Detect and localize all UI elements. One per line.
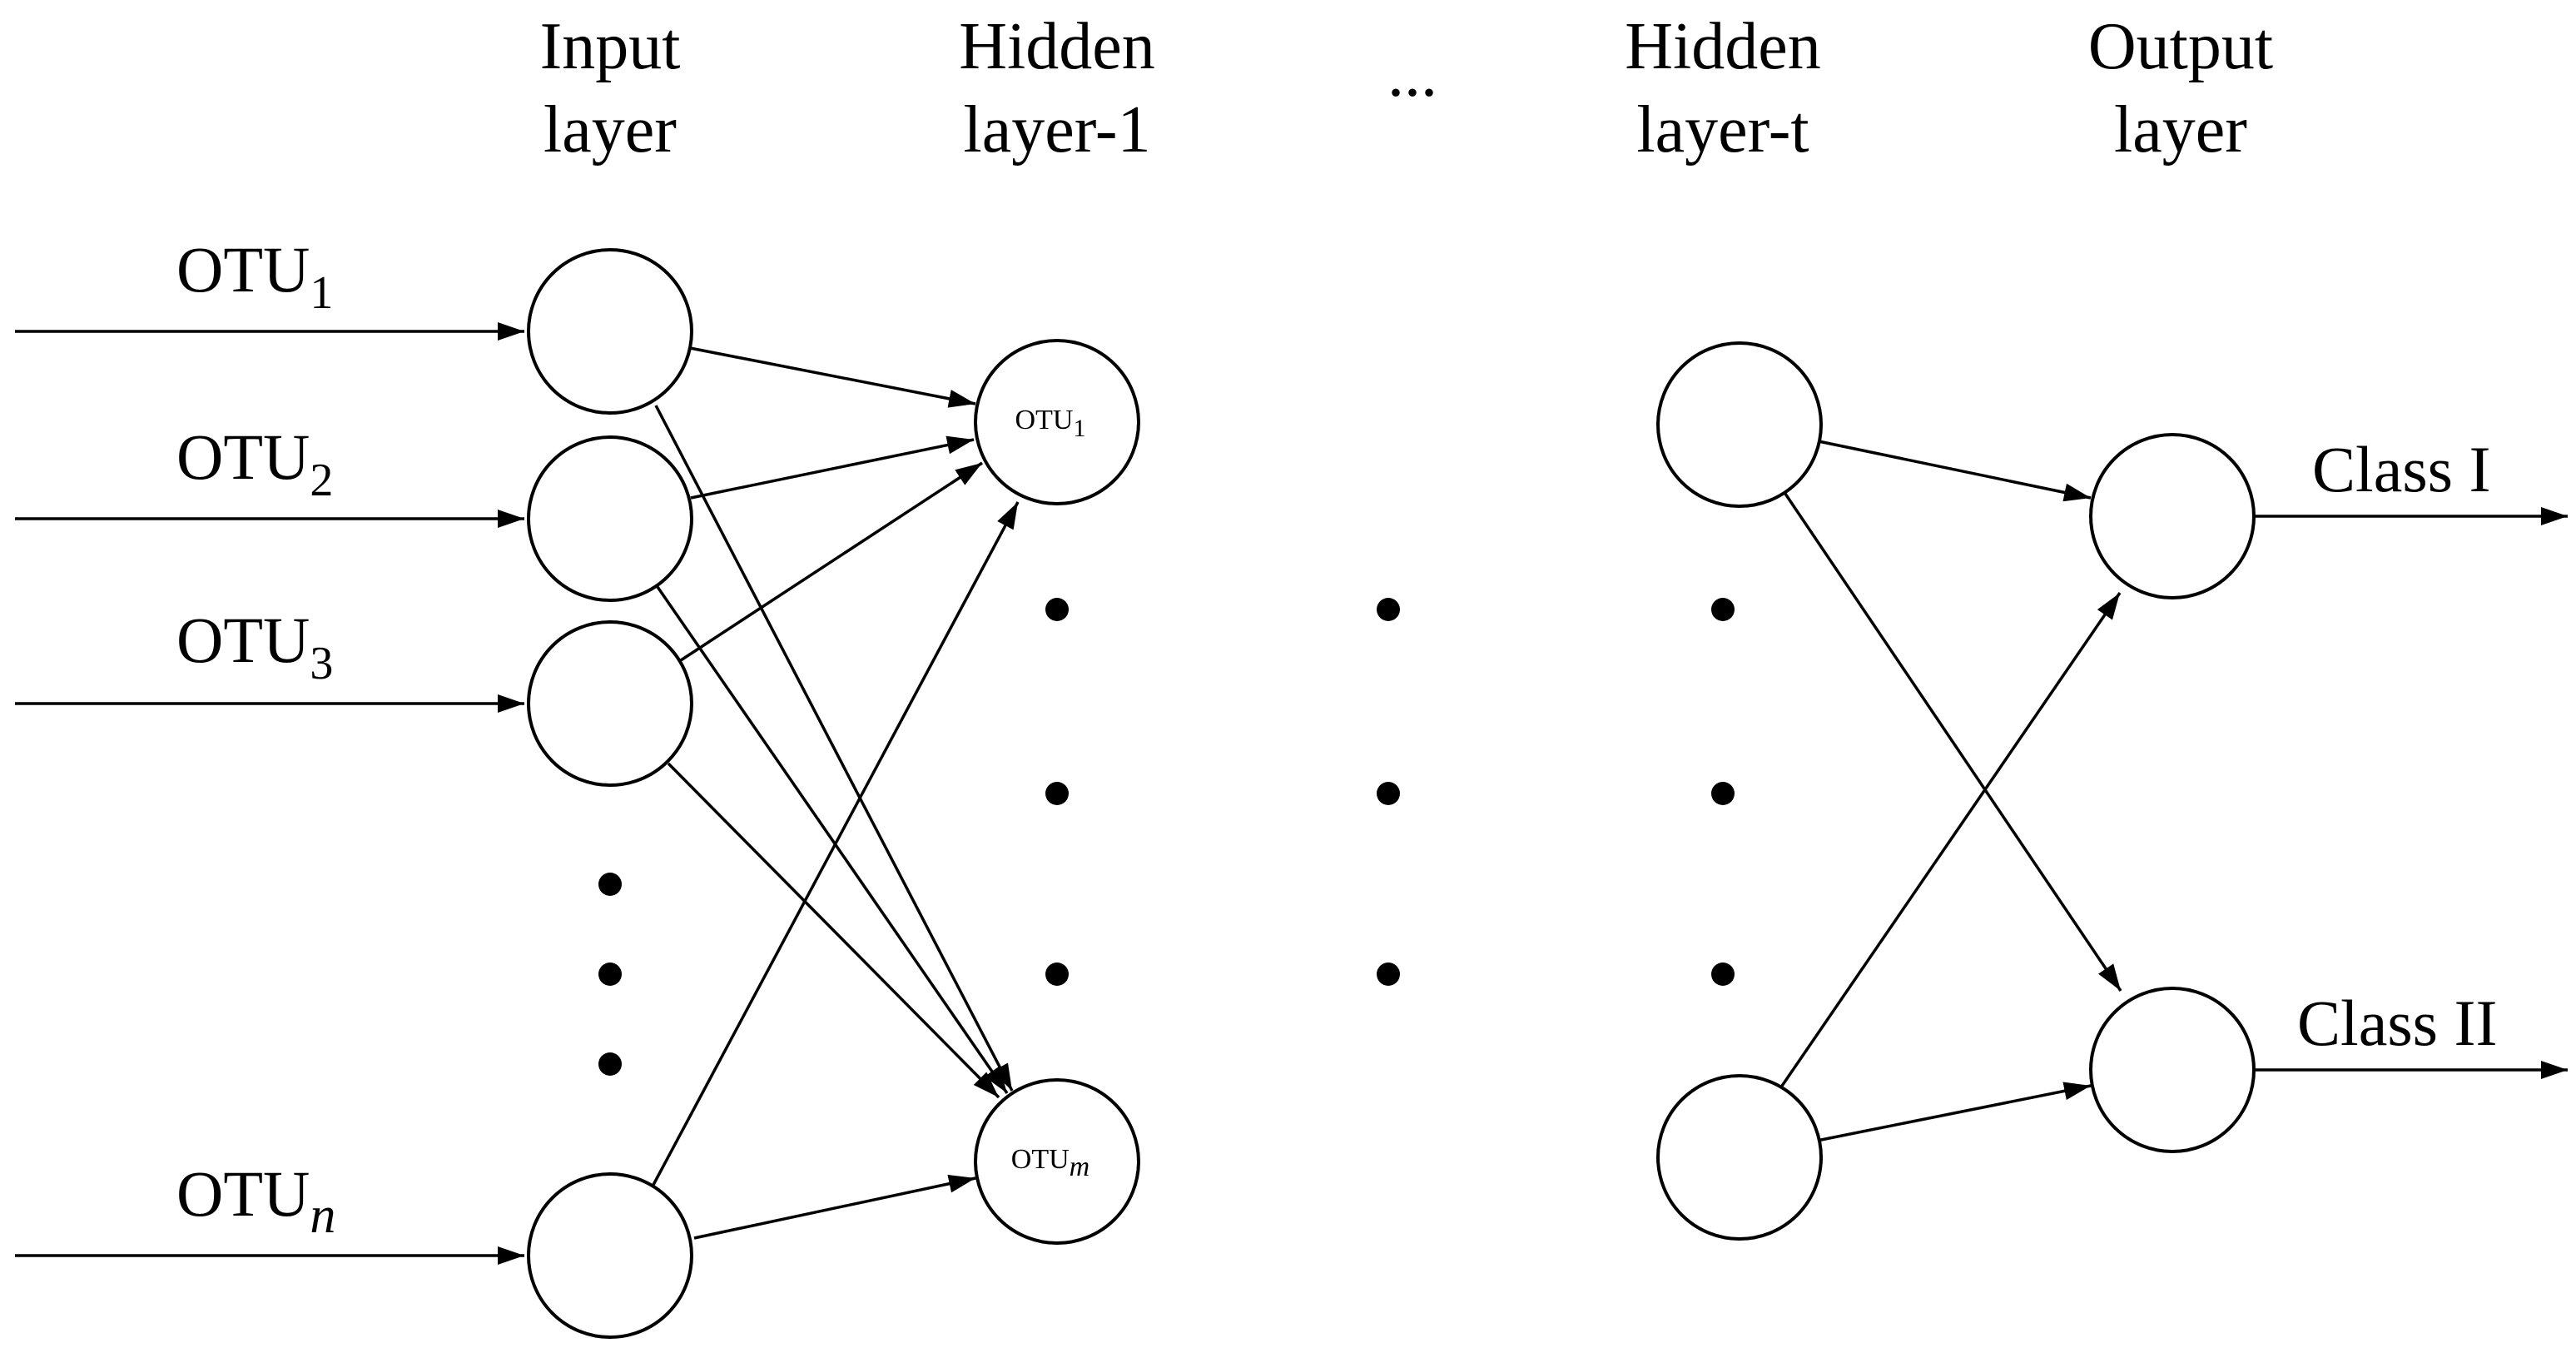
header-output-line2: layer [2114,93,2247,167]
edge-in1-h1 [689,346,976,408]
output-label-class-1: Class I [2312,433,2491,505]
header-hidden1-line1: Hidden [959,10,1155,83]
hidden1-layer-nodes: OTU1 OTUm [974,339,1140,1245]
input-label-n: OTUn [176,1157,335,1244]
hidden1-node-1 [974,339,1140,505]
input-layer-nodes [527,248,693,1339]
edge-in1-hm [654,405,1014,1092]
output-label-class-2: Class II [2297,987,2497,1059]
hiddent-layer-nodes [1656,341,1823,1241]
header-input-line1: Input [540,10,681,83]
column-headers: Input layer Hidden layer-1 ... Hidden la… [540,10,2274,167]
input-node-1 [527,248,693,415]
header-ellipsis: ... [1387,37,1437,111]
header-output-line1: Output [2088,10,2273,83]
input-label-1: OTU1 [176,233,333,319]
input-label-1-base: OTU [176,233,310,306]
connections-hiddent-output [1777,440,2122,1142]
hiddent-ellipsis-dot-2 [1711,782,1735,805]
input-labels: OTU1 OTU2 OTU3 OTUn [176,233,335,1244]
input-label-1-sub: 1 [310,267,333,319]
hidden1-node-m-base: OTU [1011,1144,1070,1175]
hidden1-ellipsis-dot-2 [1045,782,1069,805]
edge-inn-hm [693,1174,976,1240]
hiddent-ellipsis-dot-1 [1711,598,1735,621]
input-label-3-base: OTU [176,604,310,676]
output-node-1 [2089,433,2256,599]
hiddent-node-m [1656,1074,1823,1241]
middle-ellipsis-dot-3 [1377,963,1400,986]
input-ellipsis-dot-3 [598,1052,622,1076]
edge-ht1-out2 [1784,493,2122,992]
ellipsis-dots [598,598,1735,1076]
hidden1-node-1-base: OTU [1015,405,1074,435]
edge-inn-h1 [652,501,1020,1186]
hiddent-ellipsis-dot-3 [1711,963,1735,986]
input-label-2-sub: 2 [310,455,333,506]
hidden1-node-1-sub: 1 [1073,415,1085,442]
input-label-3: OTU3 [176,604,333,689]
middle-ellipsis-dot-2 [1377,782,1400,805]
hidden1-ellipsis-dot-3 [1045,963,1069,986]
connections-input-hidden1 [652,346,1020,1240]
header-input-line2: layer [543,93,677,167]
input-label-n-sub: n [310,1187,335,1244]
edge-htm-out1 [1777,592,2122,1092]
hidden1-node-m-sub: m [1070,1152,1090,1182]
header-hidden1-line2: layer-1 [964,93,1151,167]
edge-ht1-out1 [1818,440,2092,502]
middle-ellipsis-dot-1 [1377,598,1400,621]
header-hiddent-line1: Hidden [1625,10,1821,83]
edge-htm-out2 [1816,1082,2092,1142]
hidden1-ellipsis-dot-1 [1045,598,1069,621]
header-hiddent-line2: layer-t [1636,93,1809,167]
input-node-3 [527,620,693,787]
edge-in2-hm [654,584,1009,1094]
edge-in3-hm [667,762,1000,1099]
input-label-2-base: OTU [176,420,310,493]
hidden1-node-m [974,1078,1140,1245]
output-labels: Class I Class II [2297,433,2497,1059]
input-ellipsis-dot-1 [598,873,622,896]
output-layer-nodes [2089,433,2256,1153]
output-arrows [2254,507,2568,1079]
output-node-2 [2089,987,2256,1153]
input-label-n-base: OTU [176,1157,310,1230]
input-arrows [15,322,524,1265]
input-node-n [527,1172,693,1339]
hiddent-node-1 [1656,341,1823,508]
hidden1-node-1-label: OTU1 [1015,405,1086,442]
edge-in3-h1 [680,461,983,662]
input-ellipsis-dot-2 [598,963,622,986]
hidden1-node-m-label: OTUm [1011,1144,1089,1182]
input-label-2: OTU2 [176,420,333,506]
edge-in2-h1 [690,435,975,500]
input-node-2 [527,435,693,602]
input-label-3-sub: 3 [310,638,333,689]
